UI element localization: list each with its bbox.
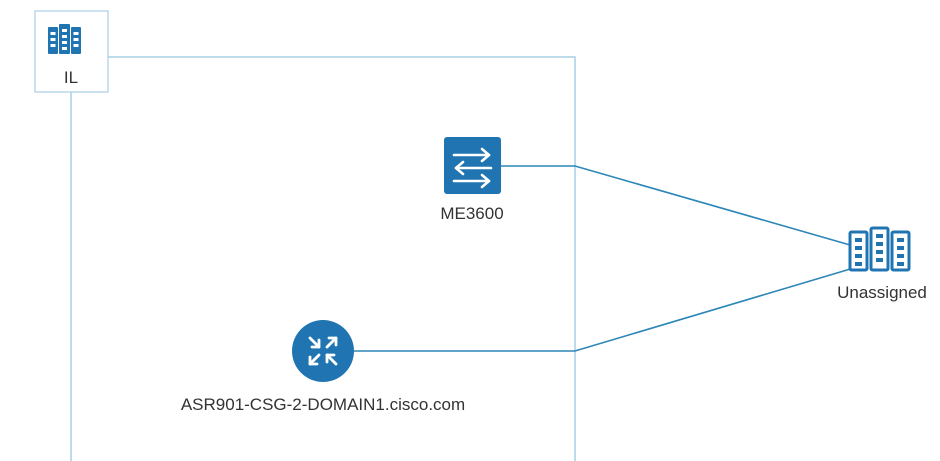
building-icon (48, 24, 81, 54)
group-il[interactable]: IL (34, 10, 576, 461)
group-il-label: IL (64, 68, 78, 87)
link-me3600-unassigned[interactable] (472, 165, 858, 248)
switch-label: ME3600 (440, 204, 503, 223)
switch-arrows-icon (452, 147, 493, 189)
router-arrows-icon (308, 336, 338, 366)
router-device[interactable] (292, 320, 354, 382)
node-me3600[interactable]: ME3600 (440, 137, 504, 223)
links (323, 165, 858, 352)
group-il-boundary (70, 56, 576, 461)
building-icon (848, 226, 911, 272)
link-asr901-unassigned[interactable] (323, 266, 858, 352)
router-label: ASR901-CSG-2-DOMAIN1.cisco.com (181, 395, 465, 414)
switch-device[interactable] (444, 137, 501, 194)
node-asr901[interactable]: ASR901-CSG-2-DOMAIN1.cisco.com (181, 320, 465, 414)
node-unassigned[interactable]: Unassigned (837, 226, 927, 302)
unassigned-label: Unassigned (837, 283, 927, 302)
